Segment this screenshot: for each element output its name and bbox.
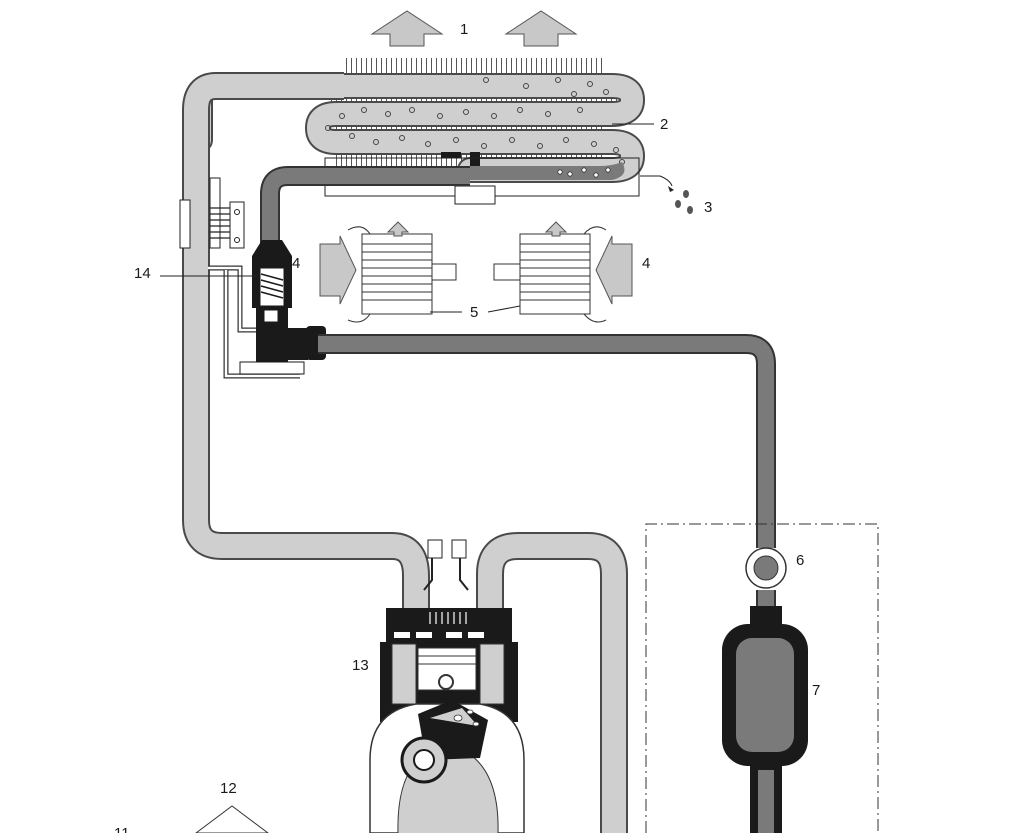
label-4-valve: 4: [292, 255, 300, 272]
leader-lines: [160, 123, 654, 313]
filter-drier: [722, 606, 808, 833]
fan-right: [493, 221, 633, 323]
airflow-in-arrow-right: [595, 235, 633, 305]
liquid-line: [318, 336, 774, 548]
capillary-tube: [208, 265, 258, 333]
drip-tray-sensor: [454, 185, 496, 205]
label-2: 2: [660, 116, 668, 133]
label-11: 11: [114, 825, 130, 833]
condenser-liquid-outlet: [470, 162, 625, 180]
airflow-out-arrows: [370, 10, 578, 47]
label-12: 12: [220, 780, 237, 797]
liquid-line-outline: [318, 334, 776, 548]
dashdot-enclosure: [645, 523, 879, 833]
fan-left: [319, 221, 457, 323]
label-14: 14: [134, 265, 151, 282]
airflow-up-arrow-right: [504, 10, 578, 47]
thermostat-bulb-clamp: [179, 177, 245, 249]
condensate-drops: [640, 175, 693, 214]
suction-line: [184, 74, 428, 616]
label-1: 1: [460, 21, 468, 38]
discharge-line: [478, 534, 626, 833]
compressor: [369, 539, 525, 833]
label-3: 3: [704, 199, 712, 216]
airflow-up-arrow-bottom: [195, 805, 269, 833]
label-4-right: 4: [642, 255, 650, 272]
condenser-bracket: [441, 152, 461, 158]
condenser: [187, 58, 645, 205]
pressure-valve: [239, 240, 326, 375]
airflow-up-arrow-left: [370, 10, 444, 47]
label-7: 7: [812, 682, 820, 699]
label-13: 13: [352, 657, 369, 674]
refrigerant-bubbles: [325, 77, 625, 173]
label-5: 5: [470, 304, 478, 321]
sight-glass: [745, 547, 787, 589]
airflow-in-arrow-left: [319, 235, 357, 305]
label-6: 6: [796, 552, 804, 569]
